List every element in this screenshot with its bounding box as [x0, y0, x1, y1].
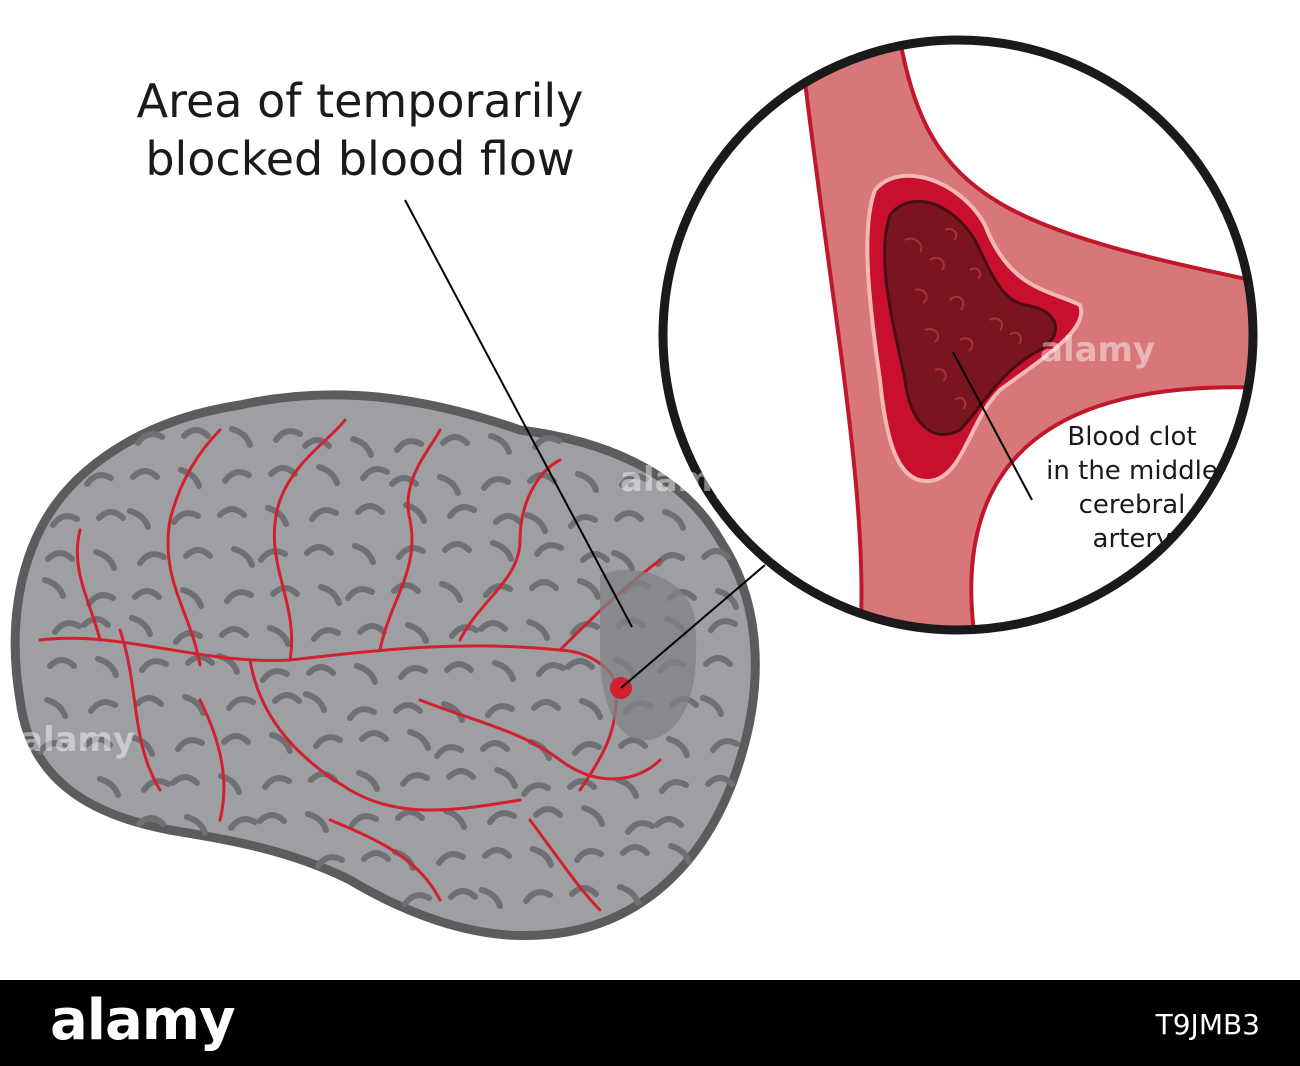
main-label-line1: Area of temporarily [136, 74, 584, 128]
zoom-inset [663, 40, 1253, 630]
clot-label: Blood clot in the middle cerebral artery [1012, 420, 1252, 556]
leader-line-clot [952, 351, 1033, 501]
brain-outline [10, 390, 760, 941]
zoom-circle-border [658, 35, 1258, 635]
stock-id: T9JMB3 [1155, 1008, 1260, 1041]
clot-label-line2: in the middle [1046, 456, 1218, 486]
watermark-center: alamy [620, 460, 736, 500]
clot-label-line4: artery [1092, 524, 1172, 554]
footer-bar: alamy T9JMB3 [0, 980, 1300, 1066]
clot-label-line3: cerebral [1078, 490, 1186, 520]
clot-texture [904, 228, 1022, 410]
leader-line-main [404, 199, 633, 628]
leader-line-zoom [620, 564, 766, 689]
watermark-left: alamy [20, 720, 136, 760]
watermark-right: alamy [1040, 330, 1156, 370]
diagram: Area of temporarily blocked blood flow B… [10, 35, 1258, 941]
diagram-canvas [10, 35, 1258, 941]
brain [10, 390, 760, 941]
main-label-line2: blocked blood flow [145, 132, 575, 186]
alamy-logo: alamy [50, 988, 236, 1053]
main-label: Area of temporarily blocked blood flow [60, 72, 660, 188]
brain-vessels [38, 418, 662, 912]
clot-mass [883, 199, 1058, 436]
clot-label-line1: Blood clot [1067, 422, 1197, 452]
